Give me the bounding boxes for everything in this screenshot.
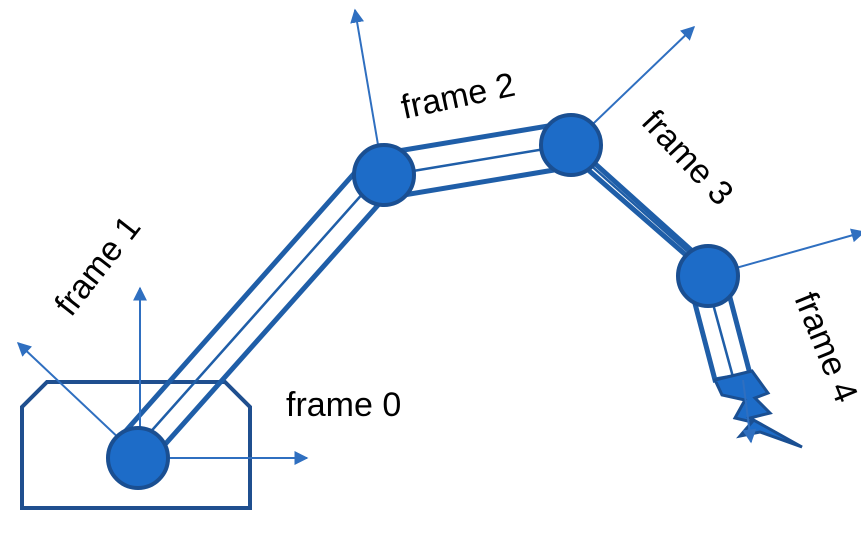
joint-0 xyxy=(106,426,170,490)
frame-1-label: frame 1 xyxy=(47,209,148,323)
joint-1 xyxy=(352,143,416,207)
frame-2-label: frame 2 xyxy=(398,66,519,127)
frame-4-label: frame 4 xyxy=(787,287,861,408)
gripper xyxy=(712,369,803,449)
frame-3-label: frame 3 xyxy=(634,103,740,213)
frame-0-label: frame 0 xyxy=(286,386,401,424)
joint-2 xyxy=(539,113,603,177)
joint-3 xyxy=(676,244,740,308)
frame-4-z-axis xyxy=(742,379,757,444)
